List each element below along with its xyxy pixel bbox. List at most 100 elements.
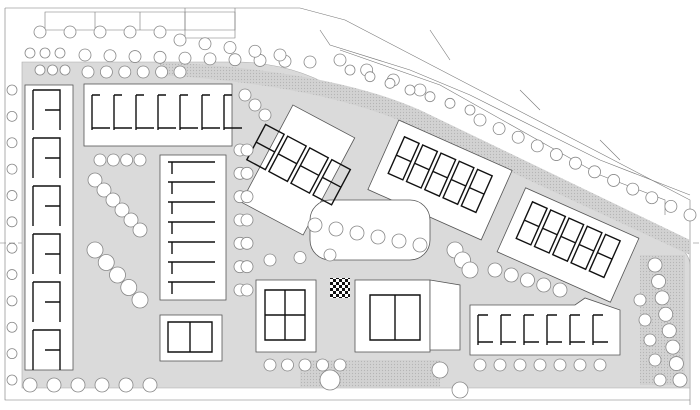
tree-icon (281, 358, 294, 372)
tree-icon (303, 55, 317, 69)
tree-icon (263, 358, 277, 372)
tree-icon (638, 313, 652, 327)
tree-icon (173, 33, 187, 47)
tree-icon (553, 358, 567, 372)
tree-icon (607, 174, 621, 187)
tree-icon (24, 47, 36, 59)
tree-icon (672, 372, 688, 388)
tree-icon (658, 306, 674, 322)
wall-line (179, 94, 198, 130)
wall-line (32, 185, 61, 226)
tree-icon (530, 139, 544, 153)
tree-icon (118, 65, 132, 79)
tree-icon (118, 377, 134, 393)
tree-icon (97, 254, 115, 271)
tree-icon (520, 272, 535, 288)
tree-icon (654, 290, 670, 306)
tree-icon (109, 266, 126, 284)
tree-icon (323, 248, 337, 262)
wall-line (592, 314, 608, 345)
tree-icon (464, 104, 476, 116)
tree-icon (93, 153, 107, 167)
tree-icon (683, 208, 697, 222)
tree-icon (391, 233, 407, 249)
tree-icon (444, 97, 456, 109)
tree-icon (412, 237, 428, 253)
tree-icon (240, 213, 254, 227)
wall-line (168, 221, 215, 234)
tree-icon (106, 153, 120, 167)
wall-line (157, 94, 176, 130)
wall-line (32, 329, 61, 370)
tree-icon (384, 77, 396, 89)
tree-icon (240, 166, 254, 180)
tree-icon (128, 50, 142, 63)
tree-icon (413, 83, 427, 97)
tree-icon (473, 358, 487, 372)
tree-icon (643, 333, 657, 347)
wall-line (523, 314, 539, 345)
wall-line (32, 281, 61, 322)
tree-icon (424, 91, 436, 103)
wall-line (168, 261, 215, 274)
tree-icon (123, 212, 139, 228)
tree-icon (344, 64, 356, 76)
tree-icon (133, 153, 147, 167)
tree-icon (142, 377, 158, 393)
tree-icon (114, 202, 130, 218)
tree-icon (651, 274, 666, 289)
tree-icon (536, 277, 552, 293)
tree-icon (461, 261, 479, 279)
wall-line (546, 314, 562, 345)
tree-icon (63, 25, 77, 39)
tree-icon (87, 172, 103, 188)
tree-icon (552, 282, 568, 298)
tree-icon (155, 65, 169, 79)
tree-icon (203, 52, 217, 66)
tree-icon (669, 356, 684, 371)
tree-icon (47, 64, 58, 76)
tree-icon (316, 358, 329, 372)
tree-icon (503, 267, 519, 283)
tree-icon (549, 148, 563, 161)
tree-icon (364, 71, 376, 83)
tree-icon (6, 84, 18, 96)
tree-icon (228, 53, 242, 67)
checkerboard-plaza (330, 278, 350, 298)
tree-icon (661, 323, 677, 339)
tree-icon (349, 225, 365, 241)
wall-line (167, 321, 213, 353)
tree-icon (319, 369, 341, 391)
tree-icon (487, 262, 503, 278)
tree-icon (123, 25, 137, 39)
tree-icon (653, 373, 667, 387)
tree-icon (633, 293, 647, 307)
tree-icon (569, 156, 582, 170)
tree-icon (6, 163, 18, 175)
tree-icon (511, 130, 525, 144)
tree-icon (307, 217, 323, 233)
tree-icon (333, 358, 347, 372)
tree-icon (223, 41, 237, 54)
tree-icon (431, 361, 449, 379)
tree-icon (492, 122, 506, 136)
tree-icon (451, 381, 469, 399)
building-west-rowhouses (24, 84, 74, 371)
wall-line (223, 94, 242, 130)
wall-line (569, 314, 585, 345)
tree-icon (6, 348, 18, 360)
tree-icon (333, 53, 347, 67)
tree-icon (33, 25, 47, 39)
tree-icon (22, 377, 38, 393)
tree-icon (198, 37, 212, 51)
tree-icon (6, 242, 18, 254)
tree-icon (248, 98, 262, 112)
tree-icon (240, 190, 254, 204)
tree-icon (6, 374, 18, 386)
tree-icon (240, 143, 254, 157)
wall-line (91, 94, 110, 130)
tree-icon (6, 269, 18, 280)
building-central-rowhouses (159, 154, 227, 301)
tree-icon (664, 199, 678, 213)
tree-icon (78, 48, 92, 62)
